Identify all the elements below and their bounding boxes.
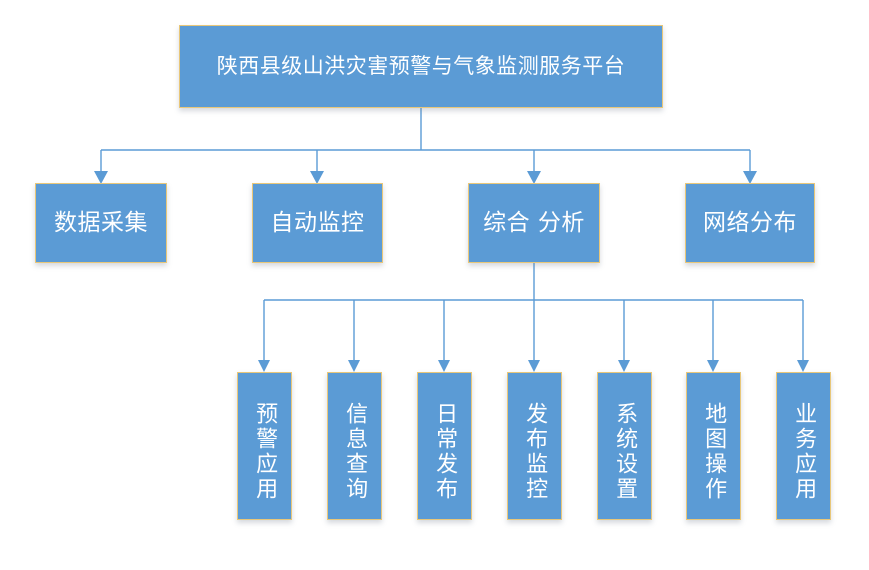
- arrowhead-l3-6: [707, 360, 719, 372]
- node-release-monitoring[interactable]: 发布监控: [507, 372, 562, 520]
- node-warning-application-label: 预警应用: [252, 402, 278, 502]
- node-auto-monitoring-label: 自动监控: [270, 209, 365, 236]
- node-system-settings-label: 系统设置: [612, 402, 638, 502]
- node-warning-application[interactable]: 预警应用: [237, 372, 292, 520]
- node-business-application-label: 业务应用: [791, 402, 817, 502]
- arrowhead-l3-5: [618, 360, 630, 372]
- node-platform-title-label: 陕西县级山洪灾害预警与气象监测服务平台: [216, 54, 626, 79]
- node-business-application[interactable]: 业务应用: [776, 372, 831, 520]
- node-map-operation-label: 地图操作: [701, 402, 727, 502]
- arrowhead-l3-2: [348, 360, 360, 372]
- node-network-distribution-label: 网络分布: [703, 209, 797, 236]
- node-comprehensive-analysis[interactable]: 综合 分析: [468, 183, 600, 263]
- node-data-collection-label: 数据采集: [54, 209, 148, 236]
- node-network-distribution[interactable]: 网络分布: [685, 183, 815, 263]
- node-information-query[interactable]: 信息查询: [327, 372, 382, 520]
- node-release-monitoring-label: 发布监控: [522, 402, 548, 502]
- node-system-settings[interactable]: 系统设置: [597, 372, 652, 520]
- node-daily-release-label: 日常发布: [432, 402, 458, 502]
- node-daily-release[interactable]: 日常发布: [417, 372, 472, 520]
- node-auto-monitoring[interactable]: 自动监控: [252, 183, 383, 263]
- node-comprehensive-analysis-label: 综合 分析: [483, 209, 585, 236]
- node-platform-title[interactable]: 陕西县级山洪灾害预警与气象监测服务平台: [179, 25, 663, 108]
- arrowhead-l3-3: [438, 360, 450, 372]
- node-map-operation[interactable]: 地图操作: [686, 372, 741, 520]
- arrowhead-l3-7: [797, 360, 809, 372]
- node-data-collection[interactable]: 数据采集: [35, 183, 167, 263]
- node-information-query-label: 信息查询: [342, 402, 368, 502]
- arrowhead-l3-4: [528, 360, 540, 372]
- arrowhead-l3-1: [258, 360, 270, 372]
